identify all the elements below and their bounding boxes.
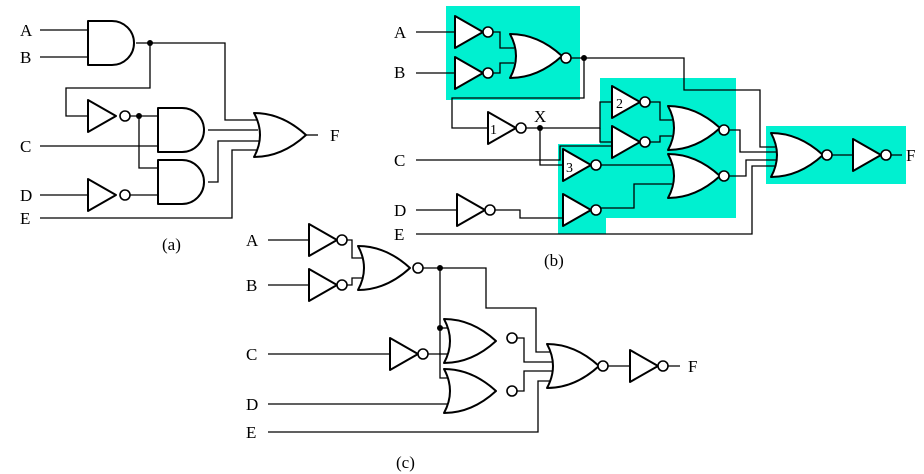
caption-b: (b)	[544, 251, 564, 270]
inverter-bubble	[482, 26, 494, 38]
input-label-a: A	[394, 23, 407, 42]
input-label-d: D	[394, 201, 406, 220]
caption-c: (c)	[396, 453, 415, 472]
and-gate	[157, 159, 205, 205]
inverter-bubble	[821, 149, 833, 161]
nor-gate	[443, 368, 497, 414]
input-label-c: C	[20, 137, 31, 156]
inverter-bubble	[597, 360, 609, 372]
input-label-a: A	[246, 231, 259, 250]
inverter-bubble	[506, 332, 518, 344]
caption-a: (a)	[162, 235, 181, 254]
output-label-f: F	[688, 357, 697, 376]
inverter-bubble	[590, 159, 602, 171]
and-gate	[87, 20, 135, 66]
input-label-a: A	[20, 21, 33, 40]
not-gate	[629, 349, 659, 383]
input-label-e: E	[246, 423, 256, 442]
not-gate	[87, 99, 117, 133]
inverter-bubble	[657, 360, 669, 372]
input-label-e: E	[20, 209, 30, 228]
nor-gate	[443, 318, 497, 364]
diagram-a: A B C D E F (a)	[20, 20, 339, 254]
inverter-bubble	[718, 124, 730, 136]
nor-gate	[357, 245, 411, 291]
input-label-d: D	[20, 186, 32, 205]
junction-dot	[537, 125, 543, 131]
inverter-bubble	[880, 149, 892, 161]
not-gate	[389, 337, 419, 371]
nor-gate	[546, 343, 600, 389]
diagram-c-wires	[268, 239, 680, 433]
or-gate	[253, 112, 307, 158]
inverter-bubble	[119, 110, 131, 122]
not-gate	[87, 178, 117, 212]
input-label-c: C	[394, 151, 405, 170]
inverter-bubble	[412, 262, 424, 274]
and-gate	[157, 107, 205, 153]
input-label-e: E	[394, 225, 404, 244]
inverter-bubble	[417, 348, 429, 360]
inverter-bubble	[639, 136, 651, 148]
not-gate	[308, 223, 338, 257]
inverter-bubble	[560, 52, 572, 64]
inverter-bubble	[484, 204, 496, 216]
not-gate	[308, 268, 338, 302]
inverter-bubble	[119, 189, 131, 201]
junction-dot	[147, 40, 153, 46]
input-label-b: B	[246, 276, 257, 295]
inverter-bubble	[515, 122, 527, 134]
gate-number-3: 3	[566, 161, 573, 176]
inverter-bubble	[590, 204, 602, 216]
diagram-c: A B C D E F (c)	[246, 223, 697, 472]
inverter-bubble	[506, 385, 518, 397]
junction-dot	[437, 265, 443, 271]
inverter-bubble	[336, 279, 348, 291]
junction-dot	[136, 113, 142, 119]
gate-number-2: 2	[616, 97, 623, 112]
gate-number-1: 1	[490, 123, 497, 138]
junction-dot	[581, 55, 587, 61]
input-label-b: B	[20, 48, 31, 67]
inverter-bubble	[639, 96, 651, 108]
input-label-c: C	[246, 345, 257, 364]
input-label-d: D	[246, 395, 258, 414]
inverter-bubble	[482, 67, 494, 79]
input-label-b: B	[394, 63, 405, 82]
node-label-x: X	[534, 107, 546, 126]
diagram-b: 1 2 3 X A B C D E F (b)	[394, 6, 915, 270]
inverter-bubble	[336, 234, 348, 246]
inverter-bubble	[718, 170, 730, 182]
not-gate	[456, 193, 486, 227]
output-label-f: F	[906, 146, 915, 165]
junction-dot	[437, 325, 443, 331]
output-label-f: F	[330, 126, 339, 145]
